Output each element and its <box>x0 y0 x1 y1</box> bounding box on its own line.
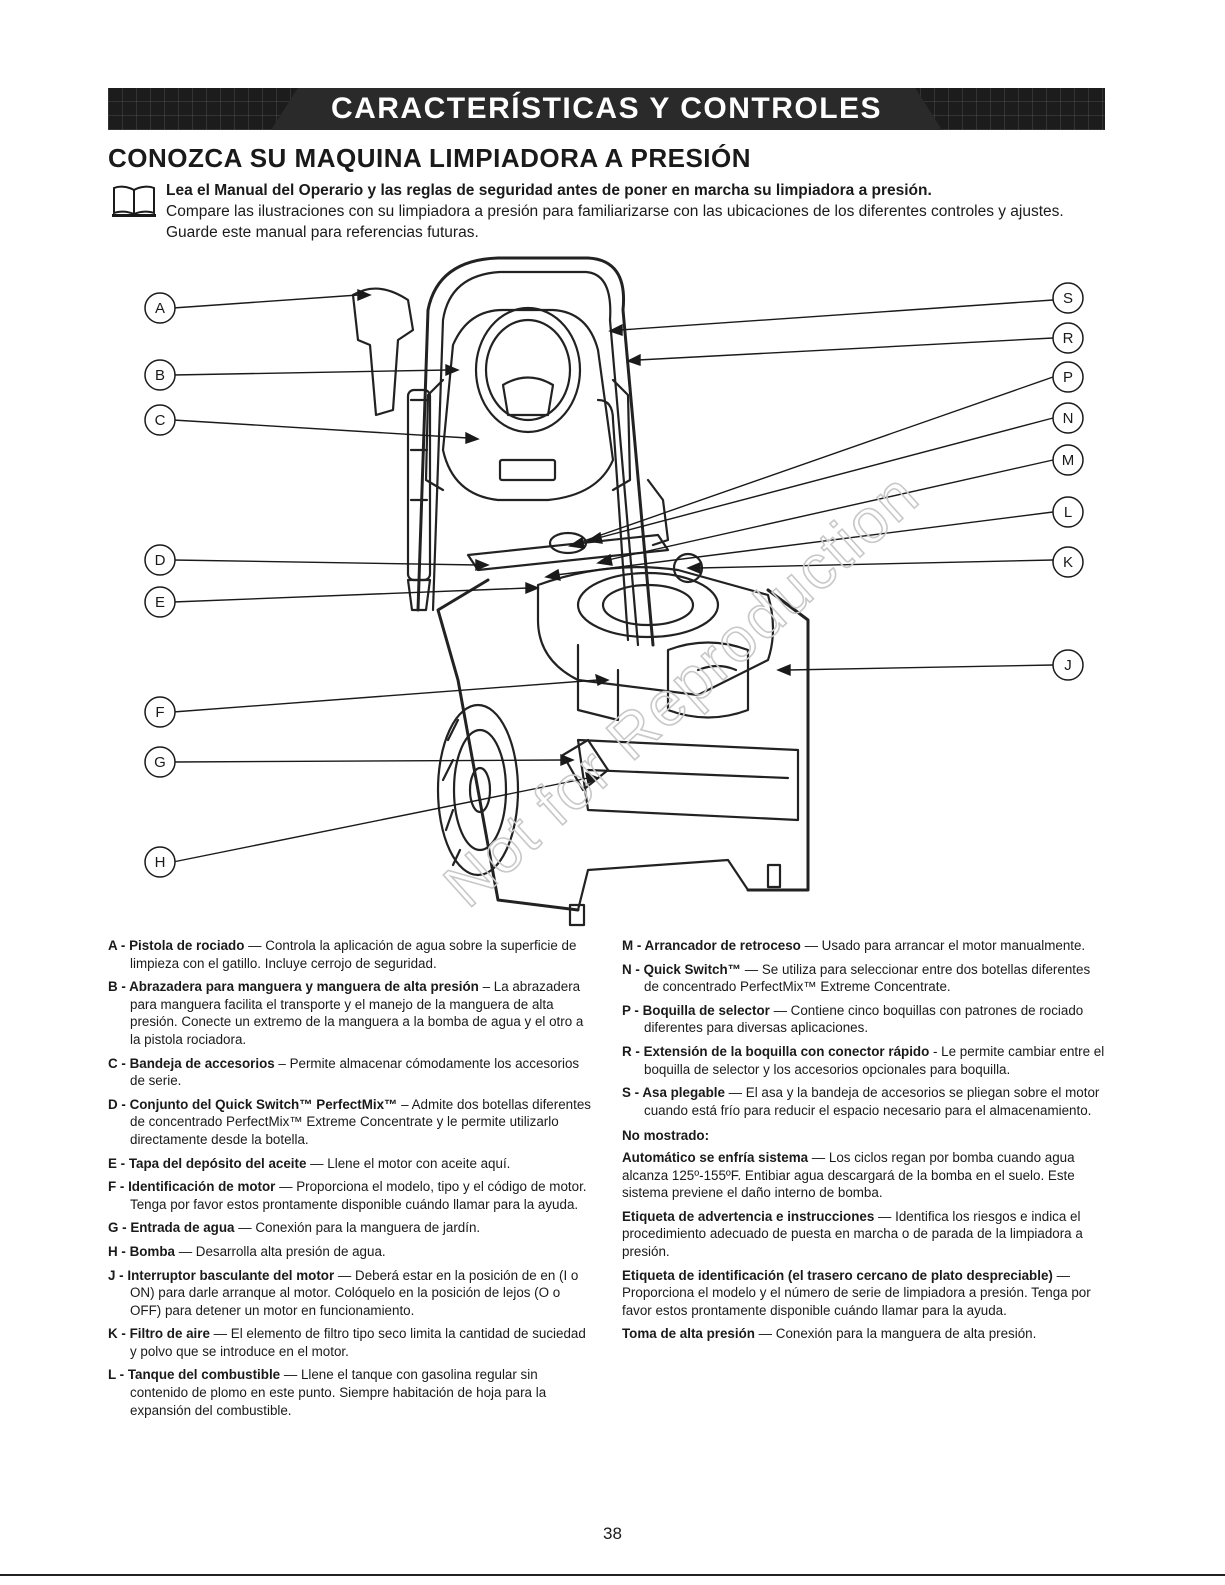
callout-f: F <box>144 696 176 728</box>
desc-item: A - Pistola de rociado — Controla la apl… <box>108 938 577 971</box>
svg-text:K: K <box>1063 554 1073 571</box>
callout-k: K <box>1052 546 1084 578</box>
not-shown-item: Automático se enfría sistema — Los ciclo… <box>622 1149 1075 1201</box>
svg-text:R: R <box>1063 330 1074 347</box>
callout-n: N <box>1052 402 1084 434</box>
desc-item: L - Tanque del combustible — Llene el ta… <box>108 1367 547 1418</box>
desc-item: R - Extensión de la boquilla con conecto… <box>622 1043 1105 1077</box>
desc-item: B - Abrazadera para manguera y manguera … <box>108 979 584 1047</box>
pressure-washer-illustration: A B C D E F G H S R P N M L K J Not for … <box>144 256 1084 927</box>
svg-text:B: B <box>155 367 165 384</box>
callout-b: B <box>144 359 176 391</box>
section-banner: CARACTERÍSTICAS Y CONTROLES <box>108 88 1105 130</box>
svg-text:L: L <box>1064 504 1072 521</box>
svg-text:H: H <box>155 854 166 871</box>
desc-item: S - Asa plegable — El asa y la bandeja d… <box>622 1085 1100 1118</box>
callout-j: J <box>1052 649 1084 681</box>
callout-d: D <box>144 544 176 576</box>
callout-c: C <box>144 404 176 436</box>
callout-m: M <box>1052 444 1084 476</box>
desc-item: G - Entrada de agua — Conexión para la m… <box>108 1220 481 1236</box>
svg-text:P: P <box>1063 369 1073 386</box>
desc-item: N - Quick Switch™ — Se utiliza para sele… <box>622 961 1091 995</box>
svg-text:C: C <box>155 412 166 429</box>
not-shown-heading: No mostrado: <box>622 1128 710 1144</box>
callout-a: A <box>144 292 176 324</box>
desc-item: K - Filtro de aire — El elemento de filt… <box>108 1326 586 1359</box>
callout-e: E <box>144 586 176 618</box>
banner-title: CARACTERÍSTICAS Y CONTROLES <box>330 92 883 125</box>
svg-text:D: D <box>155 552 166 569</box>
desc-item: C - Bandeja de accesorios – Permite alma… <box>108 1055 580 1089</box>
bottom-rule <box>0 1574 1225 1576</box>
open-book-icon <box>112 185 156 217</box>
callout-g: G <box>144 746 176 778</box>
intro-lead: Lea el Manual del Operario y las reglas … <box>166 182 932 199</box>
callout-s: S <box>1052 282 1084 314</box>
svg-text:F: F <box>155 704 164 721</box>
svg-text:N: N <box>1063 410 1074 427</box>
svg-text:J: J <box>1064 657 1072 674</box>
descriptions-left: A - Pistola de rociado — Controla la apl… <box>108 937 593 1425</box>
section-title: CONOZCA SU MAQUINA LIMPIADORA A PRESIÓN <box>108 143 752 173</box>
callout-l: L <box>1052 496 1084 528</box>
page-number: 38 <box>603 1524 622 1543</box>
desc-item: D - Conjunto del Quick Switch™ PerfectMi… <box>108 1096 591 1147</box>
banner-plate: CARACTERÍSTICAS Y CONTROLES <box>270 88 943 130</box>
desc-item: P - Boquilla de selector — Contiene cinc… <box>622 1002 1084 1036</box>
desc-item: H - Bomba — Desarrolla alta presión de a… <box>108 1243 386 1259</box>
svg-text:E: E <box>155 594 165 611</box>
intro-text: Lea el Manual del Operario y las reglas … <box>166 180 1116 243</box>
desc-item: E - Tapa del depósito del aceite — Llene… <box>108 1155 511 1171</box>
not-shown-item: Etiqueta de identificación (el trasero c… <box>622 1267 1091 1318</box>
desc-item: J - Interruptor basculante del motor — D… <box>108 1267 579 1318</box>
svg-text:M: M <box>1062 452 1075 469</box>
svg-text:A: A <box>155 300 165 317</box>
watermark: Not for Reproduction <box>431 460 932 921</box>
not-shown-item: Etiqueta de advertencia e instrucciones … <box>622 1208 1083 1259</box>
svg-text:S: S <box>1063 290 1073 307</box>
callout-r: R <box>1052 322 1084 354</box>
desc-item: F - Identificación de motor — Proporcion… <box>108 1179 587 1212</box>
intro-body: Compare las ilustraciones con su limpiad… <box>166 203 1064 241</box>
not-shown-item: Toma de alta presión — Conexión para la … <box>622 1326 1037 1342</box>
descriptions-right: M - Arrancador de retroceso — Usado para… <box>622 937 1107 1349</box>
callout-h: H <box>144 846 176 878</box>
callout-p: P <box>1052 361 1084 393</box>
desc-item: M - Arrancador de retroceso — Usado para… <box>622 938 1086 953</box>
svg-text:G: G <box>154 754 166 771</box>
